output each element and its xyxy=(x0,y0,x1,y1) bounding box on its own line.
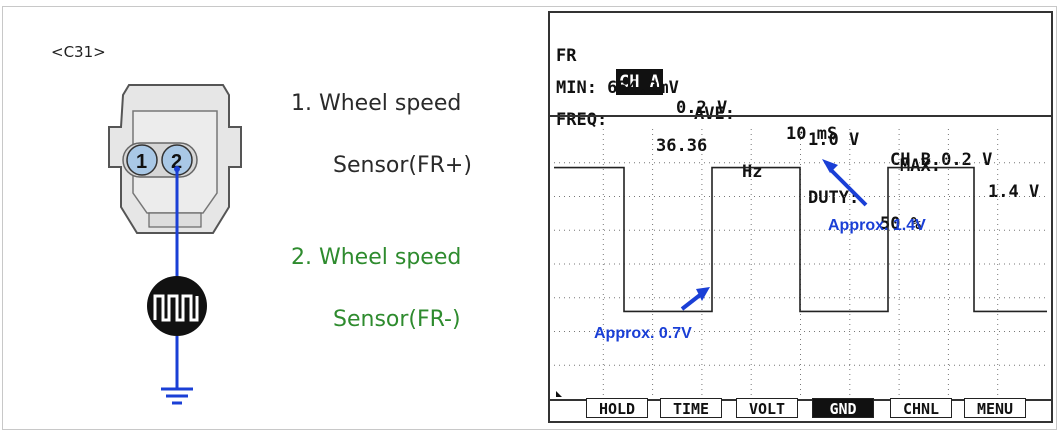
connector-latch xyxy=(148,212,202,228)
high-annotation-arrow xyxy=(828,167,868,207)
scope-header-row-3: FREQ: 36.36 Hz DUTY: 50 % xyxy=(556,81,921,234)
trigger-marker-icon xyxy=(556,391,562,397)
pin-1-desc-line2: Sensor(FR+) xyxy=(333,153,472,178)
duty-value: 50 % xyxy=(880,214,921,234)
menu-button[interactable]: MENU xyxy=(964,398,1026,418)
low-arrow-head-icon xyxy=(696,287,710,301)
scope-button-bar: HOLD TIME VOLT GND CHNL MENU xyxy=(550,397,1051,421)
scope-header-row-1: FR CH A 0.2 V 10 mS CH B 0.2 V xyxy=(556,17,992,170)
waveform-plot xyxy=(554,129,1047,399)
connector-drawing: 1 2 xyxy=(108,84,242,405)
channel-a-badge[interactable]: CH A xyxy=(616,69,663,95)
plot-grid xyxy=(554,129,1047,399)
figure-frame: <C31> 1 2 1. Wheel speed Sen xyxy=(2,6,1057,430)
time-button[interactable]: TIME xyxy=(660,398,722,418)
header-divider xyxy=(550,115,1051,117)
square-waveform xyxy=(554,166,1047,313)
ave-label: AVE: xyxy=(694,104,735,124)
duty-label: DUTY: xyxy=(808,188,860,208)
connector-diagram: <C31> 1 2 1. Wheel speed Sen xyxy=(3,7,548,429)
low-voltage-annotation: Approx. 0.7V xyxy=(594,325,692,342)
freq-value: 36.36 xyxy=(656,136,708,156)
high-voltage-annotation: Approx. 1.4V xyxy=(828,217,926,234)
max-label: MAX: xyxy=(900,156,941,176)
max-value: 1.4 V xyxy=(988,182,1040,202)
pin-2-desc-line1: 2. Wheel speed xyxy=(291,245,462,270)
pin-2-desc-line2: Sensor(FR-) xyxy=(333,307,461,332)
footer-divider xyxy=(550,399,1051,401)
channel-a-scale: 0.2 V xyxy=(676,98,728,118)
hold-button[interactable]: HOLD xyxy=(586,398,648,418)
pin-1-number: 1 xyxy=(136,151,147,173)
connector-label: <C31> xyxy=(51,43,106,61)
pin-1-desc-line1: 1. Wheel speed xyxy=(291,91,462,116)
oscilloscope-screen: FR CH A 0.2 V 10 mS CH B 0.2 V MIN: 654.… xyxy=(548,11,1053,423)
ave-value: 1.0 V xyxy=(808,130,860,150)
low-annotation-arrow xyxy=(680,293,702,311)
gnd-button[interactable]: GND xyxy=(812,398,874,418)
chnl-button[interactable]: CHNL xyxy=(890,398,952,418)
wire-tap-dot xyxy=(174,166,180,172)
scope-header-row-2: MIN: 654.2mV AVE: 1.0 V MAX: 1.4 V xyxy=(556,49,1039,202)
min-readout: MIN: 654.2mV xyxy=(556,78,679,98)
pin-2-number: 2 xyxy=(171,151,182,173)
wheel-label: FR xyxy=(556,46,577,66)
pin-1-circle xyxy=(126,144,158,176)
pulse-wave-icon xyxy=(153,294,199,322)
volt-button[interactable]: VOLT xyxy=(736,398,798,418)
time-scale: 10 mS xyxy=(786,124,838,144)
high-arrow-head-icon xyxy=(822,159,838,173)
